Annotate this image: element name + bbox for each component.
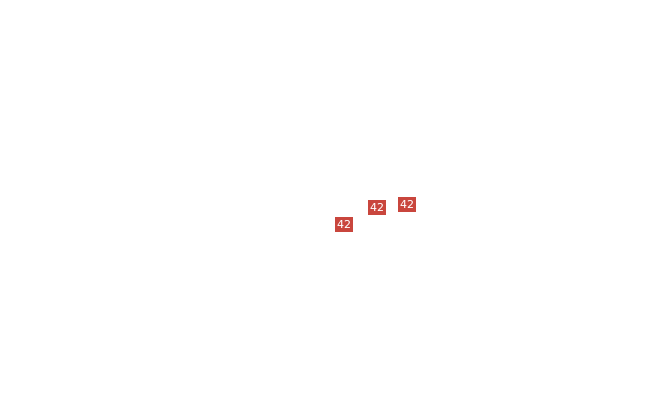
count-badge[interactable]: 42 [368,200,386,215]
count-badge[interactable]: 42 [335,217,353,232]
count-badge[interactable]: 42 [398,197,416,212]
